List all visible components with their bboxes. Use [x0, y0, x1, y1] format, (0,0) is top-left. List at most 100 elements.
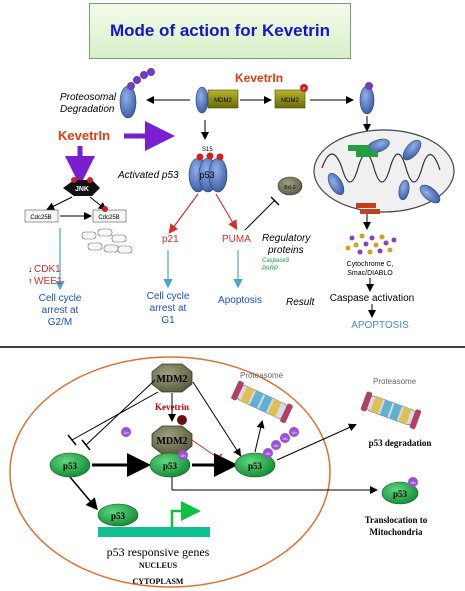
cdk1-arrow-glyph: ↓ [28, 264, 33, 274]
wee1-label: WEE1 [34, 276, 63, 287]
bak-complex [348, 145, 370, 151]
p53-polyub-label: p53 [248, 461, 263, 471]
cytochrome-dots [345, 233, 397, 255]
p53-ellipse [359, 85, 375, 115]
arrest-g1-line1: Cell cycle [147, 291, 190, 302]
ub-label: Ub [180, 453, 186, 458]
inhibition-bar [67, 434, 77, 446]
inhibition-bar [270, 196, 280, 206]
apoptosis-mid-label: Apoptosis [218, 295, 262, 306]
caspase3-label: Caspase3 [262, 258, 290, 264]
ub-label: Ub [273, 443, 279, 448]
nucleus-outline [9, 356, 331, 588]
proteasome-left-label: Proteasome [240, 371, 284, 380]
arrest-g2m-line2: arrest at [42, 305, 79, 316]
phospho-circle [206, 152, 214, 160]
phospho-circle [71, 177, 77, 183]
phospho-circle [87, 177, 93, 183]
p53-left-label: p53 [63, 461, 78, 471]
phospho-label: P [303, 86, 306, 91]
phospho-circle [216, 153, 224, 161]
transcription-arrow [170, 501, 201, 527]
ub-circle [408, 477, 418, 487]
red-inhibition-bar [213, 453, 223, 463]
arrow-jnk-to-cdc25b [46, 196, 73, 210]
kevetrin-top-label: KevetrIn [235, 71, 283, 85]
mdm2-label: MDM2 [214, 98, 232, 104]
bcl-complex [360, 209, 380, 214]
p53-ellipse [402, 139, 422, 161]
arrow-to-p21 [168, 193, 199, 234]
ub-label: Ub [282, 436, 288, 441]
nucleus-label: NUCLEUS [139, 561, 178, 570]
proteasome-right-label: Proteasome [373, 377, 417, 386]
p53-ellipse [327, 172, 345, 196]
activated-p53-label: Activated p53 [117, 170, 179, 181]
bak-complex [356, 151, 378, 157]
parp-label: PARP [262, 266, 278, 272]
arrest-g2m-line3: G2/M [48, 317, 72, 328]
cdc25b-right-box [92, 209, 127, 223]
translocation-line1: Translocation to [365, 515, 428, 525]
p53-degradation-label: p53 degradation [369, 438, 432, 448]
p53-ellipse [419, 184, 441, 204]
mdm2-phos-box [274, 89, 306, 109]
result-label: Result [286, 297, 316, 308]
inhibition-line [244, 199, 276, 231]
bcl2-blob [277, 176, 303, 196]
arrow-p53-to-dna [69, 476, 98, 511]
p53-dna-label: p53 [111, 511, 126, 521]
p53-oval-polyub [234, 452, 276, 478]
cytoplasm-label: CYTOPLASM [133, 577, 184, 586]
ub-circle [178, 450, 188, 460]
ub-circle [365, 82, 373, 90]
arrow-to-puma [215, 193, 238, 231]
inhibition-bar [81, 439, 91, 451]
responsive-genes-label: p53 responsive genes [107, 545, 210, 559]
ub-circle [147, 68, 155, 76]
cdk1-label: CDK1 [34, 264, 61, 275]
cdc25b-right-label: Cdc25B [98, 215, 119, 221]
mitochondrion-cristae [321, 153, 441, 183]
page-title: Mode of action for Kevetrin [109, 21, 331, 40]
p53-ellipse [195, 86, 209, 114]
activated-p53-glyph: p53 [199, 170, 214, 180]
mdm2-top-octagon [151, 363, 193, 393]
proteasome-right [360, 391, 422, 430]
bcl2-label: Bcl-2 [284, 185, 296, 191]
proteosomal-label: Proteosomal [60, 92, 117, 103]
arrow-mdm2-to-p53-right [192, 381, 242, 457]
puma-label: PUMA [222, 234, 251, 245]
ub-circle-free [121, 427, 131, 437]
ub-label: Ub [265, 451, 271, 456]
smac-label: Smac/DIABLO [347, 270, 393, 277]
arrow-jnk-to-cdc25b [89, 196, 107, 211]
proteins-label: proteins [267, 245, 304, 256]
proteasome-left [231, 380, 293, 424]
p53-ellipse [398, 179, 410, 201]
regulatory-label: Regulatory [262, 233, 311, 244]
ub-label: Ub [410, 480, 416, 485]
p53-oval-dna [97, 503, 139, 527]
degradation-label: Degradation [60, 104, 115, 115]
ub-circle [280, 433, 290, 443]
arrest-g1-line3: G1 [161, 315, 175, 326]
ub-circle [127, 82, 135, 90]
p53-oval-mito [381, 481, 419, 505]
ub-circle [263, 448, 273, 458]
caspase-activation-label: Caspase activation [330, 293, 415, 304]
p53-mito-label: p53 [393, 489, 408, 499]
red-inhibition-line [191, 439, 219, 459]
mdm2-box [207, 89, 239, 109]
arrow-to-proteasome-right [276, 423, 357, 461]
degraded-fragments [81, 228, 133, 254]
translocation-line2: Mitochondria [370, 527, 423, 537]
activated-p53-complex: p53 [188, 152, 228, 193]
arrest-g2m-line1: Cell cycle [39, 293, 82, 304]
s15-label: S15 [202, 147, 213, 153]
mitochondrion [313, 129, 455, 214]
p53-ub-left-complex [119, 68, 155, 119]
ub-circle [133, 76, 141, 84]
